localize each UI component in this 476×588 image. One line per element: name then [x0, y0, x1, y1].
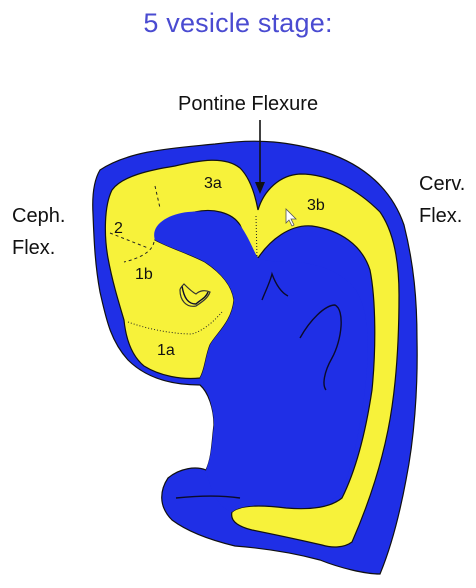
- basal-tissue: [154, 211, 368, 512]
- region-1b-label: 1b: [135, 266, 153, 283]
- region-1a-label: 1a: [157, 342, 175, 359]
- region-2-label: 2: [114, 220, 123, 237]
- cervical-flexure-label-line1: Cerv.: [419, 173, 466, 195]
- region-boundaries: [109, 185, 258, 335]
- page-title: 5 vesicle stage:: [143, 8, 333, 38]
- region-3b-label: 3b: [307, 197, 325, 214]
- pontine-arrow: [255, 120, 265, 194]
- cephalic-flexure-label-line1: Ceph.: [12, 205, 66, 227]
- cephalic-flexure-label-line2: Flex.: [12, 237, 56, 259]
- optic-outline: [179, 283, 211, 307]
- internal-contours: [175, 271, 342, 499]
- pontine-flexure-label: Pontine Flexure: [178, 93, 319, 115]
- mouse-pointer-icon: [285, 208, 297, 227]
- cervical-flexure-label-line2: Flex.: [419, 205, 463, 227]
- region-3a-label: 3a: [204, 175, 222, 192]
